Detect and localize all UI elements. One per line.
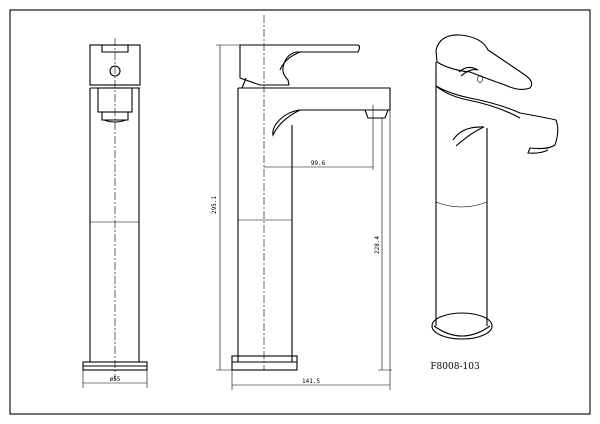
dim-base-diameter: ø55 xyxy=(110,376,121,383)
dim-total-depth: 141.5 xyxy=(302,378,320,385)
dim-spout-height: 228.4 xyxy=(374,236,381,254)
sheet-border xyxy=(9,9,591,415)
front-view: ø55 xyxy=(82,38,148,388)
dim-total-height: 295.1 xyxy=(211,196,218,214)
dim-spout-reach: 99.6 xyxy=(311,160,326,167)
side-view: 295.1 228.4 99.6 141.5 xyxy=(211,15,392,390)
perspective-view: F8008-103 xyxy=(430,34,559,372)
model-code-caption: F8008-103 xyxy=(430,362,480,372)
